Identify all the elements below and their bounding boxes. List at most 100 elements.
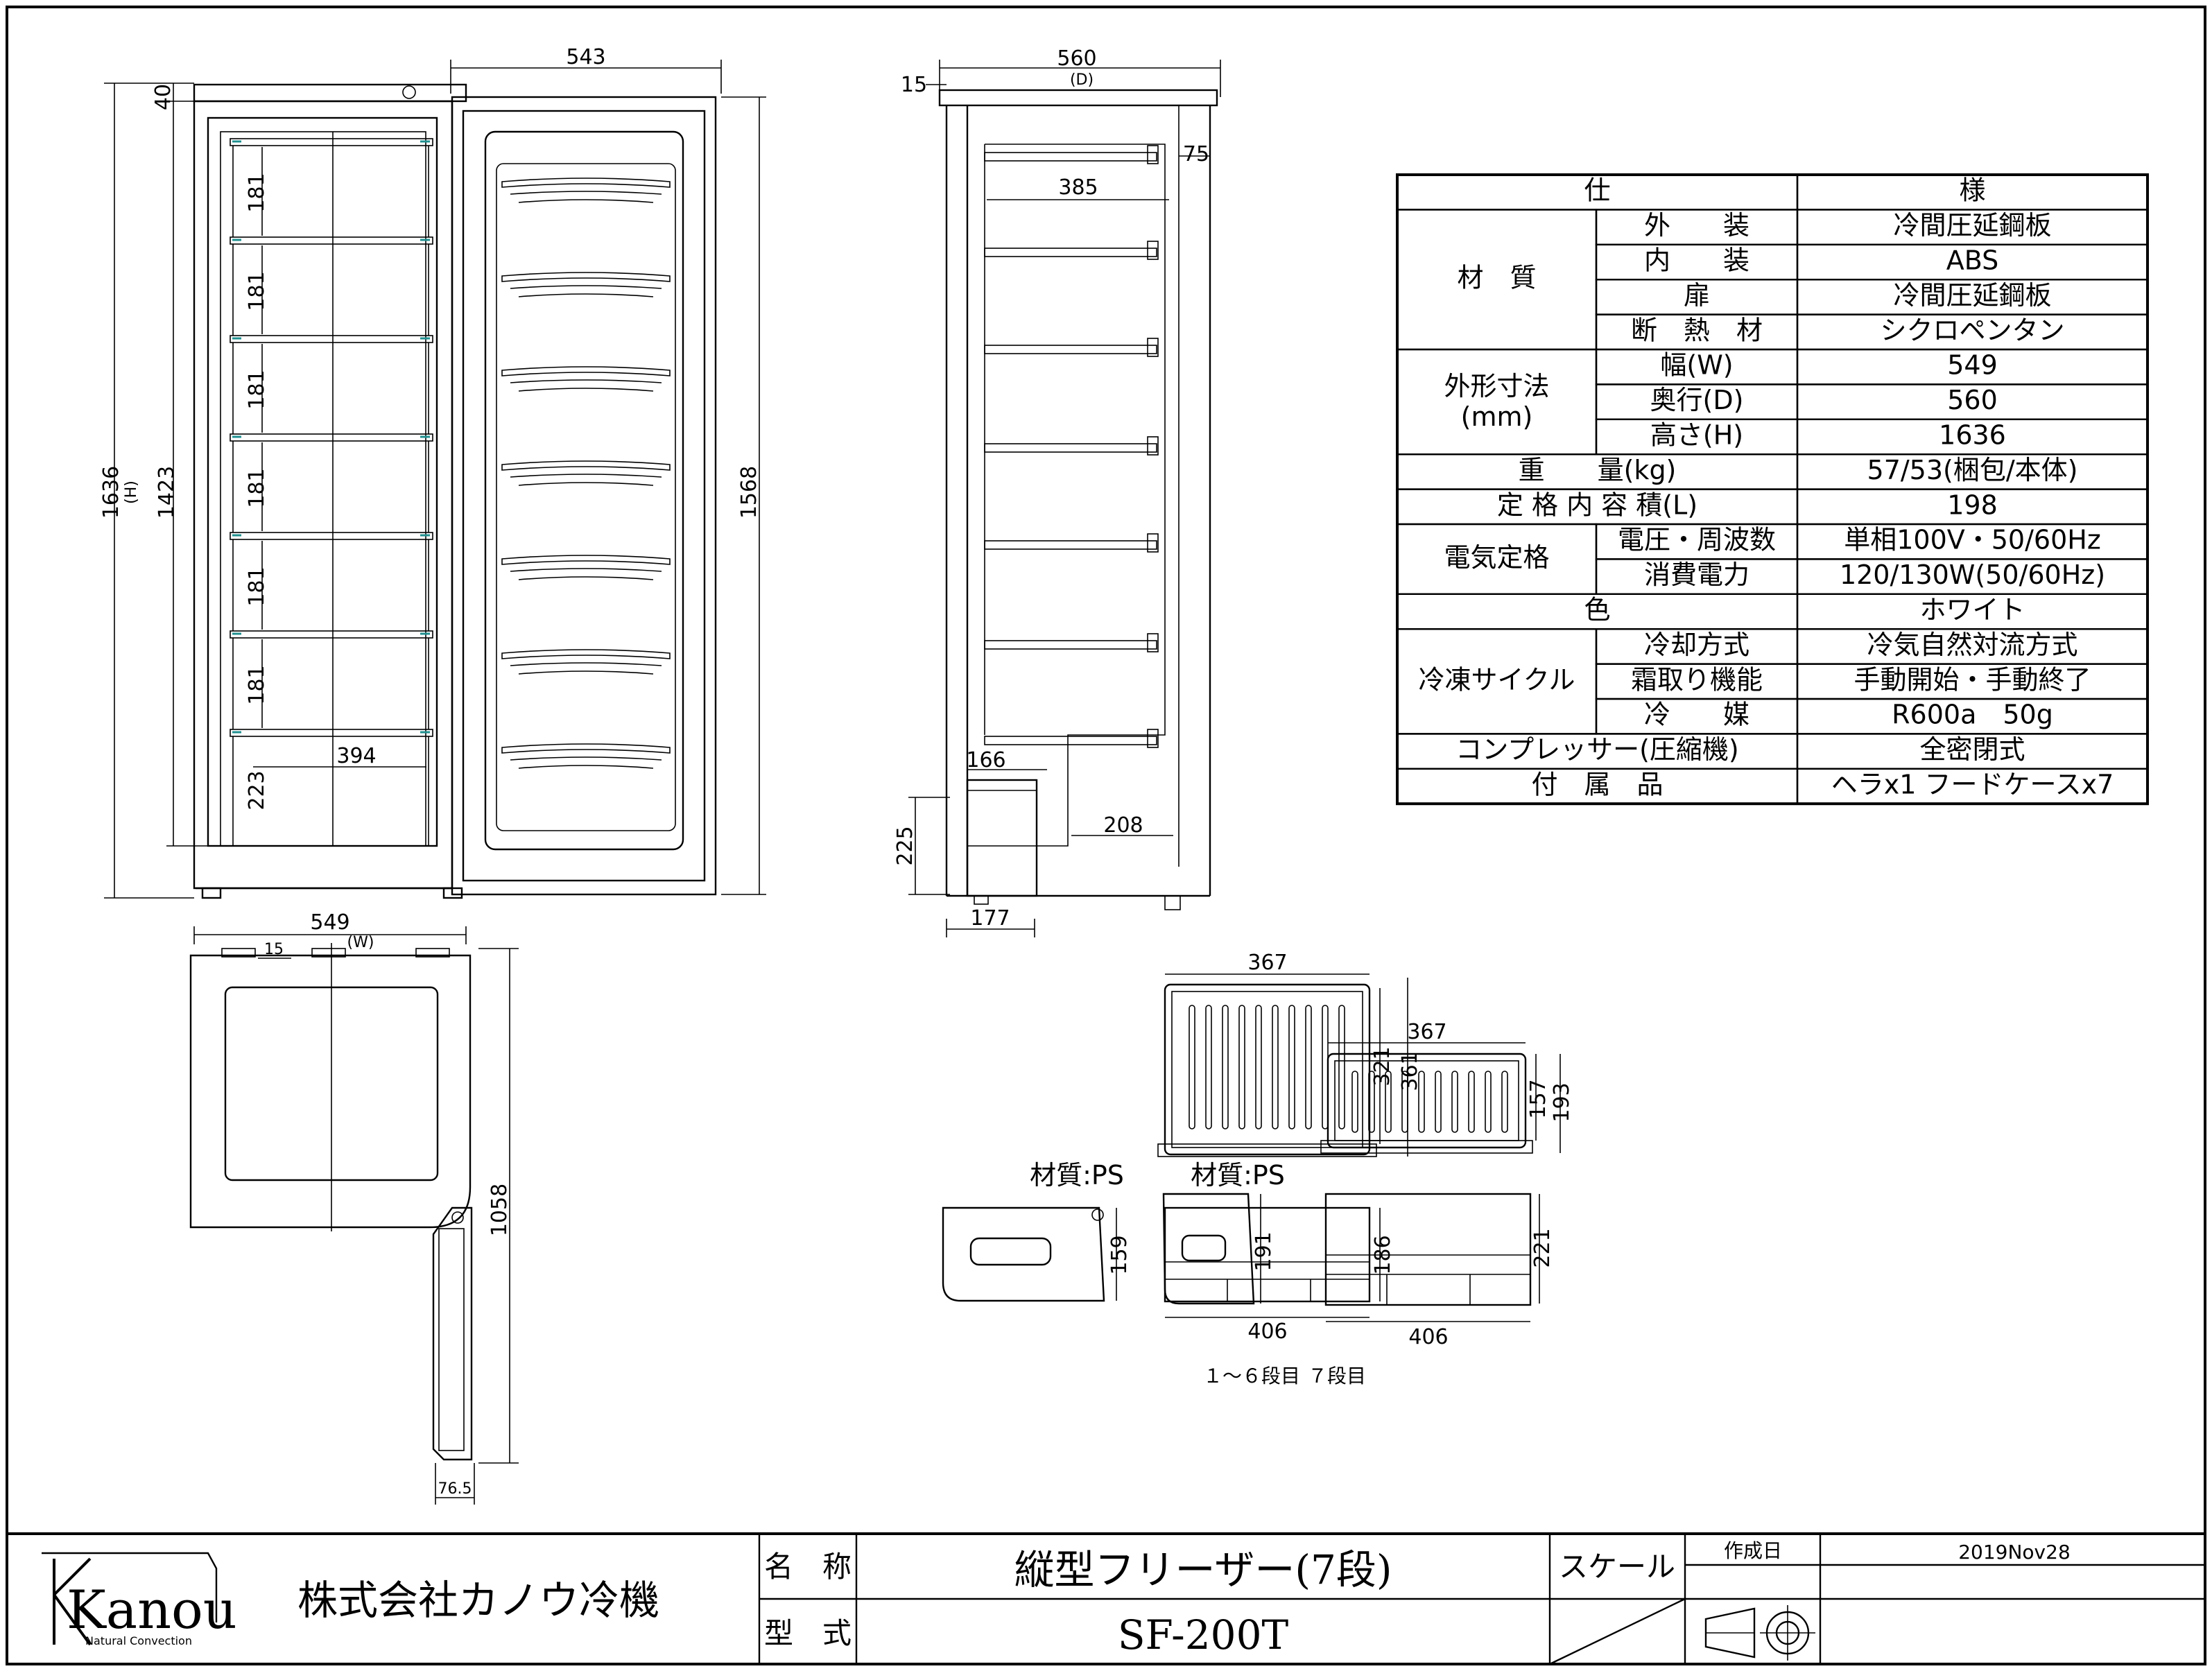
side-shelf (984, 248, 1157, 257)
door-vent-lower (518, 293, 654, 297)
dim-depth: 560 (1057, 46, 1096, 71)
spec-header-right: 様 (1959, 175, 1985, 206)
spec-item-value: 手動開始・手動終了 (1854, 664, 2091, 695)
spec-item-label: 幅(W) (1660, 350, 1733, 381)
door-vent-upper (501, 460, 671, 471)
spec-row-value: ホワイト (1919, 595, 2025, 625)
side-shelf-hook (1147, 338, 1159, 357)
spec-table-border (1396, 173, 2149, 806)
case7-rib (1385, 1071, 1392, 1133)
side-shelf (984, 736, 1157, 745)
spec-item-value: 560 (1947, 385, 1998, 415)
dim-door-height: 1568 (737, 466, 761, 519)
spec-item-label: 冷 媒 (1644, 700, 1749, 730)
dim-bottom-basket: 208 (1103, 813, 1143, 838)
case16-rib (1322, 1005, 1329, 1129)
case16-rib (1272, 1005, 1279, 1129)
door-vent-mid (510, 756, 662, 761)
spec-item-value: 冷気自然対流方式 (1867, 630, 2077, 660)
case7-ribs (1351, 1071, 1508, 1133)
front-view: 40 1636 (H) 1423 543 1568 18118118118118… (99, 45, 766, 951)
spec-item-label: 高さ(H) (1650, 420, 1743, 451)
spec-group-label-sub: (mm) (1461, 401, 1533, 432)
spec-row-label: 定 格 内 容 積(L) (1497, 490, 1697, 520)
shelf-dim-label: 181 (245, 468, 269, 508)
side-shelf (984, 152, 1157, 162)
shelf-rail (230, 138, 433, 146)
logo-text: Kanou (67, 1579, 237, 1640)
date-value: 2019Nov28 (1958, 1541, 2071, 1564)
title-block: Kanou Natural Convection 株式会社カノウ冷機 名 称 縦… (7, 1532, 2205, 1665)
case16-rib (1238, 1005, 1245, 1129)
shelf-rail (230, 729, 433, 737)
spec-item-label: 扉 (1684, 280, 1710, 311)
door-vent-lower (518, 482, 654, 486)
spec-item-label: 奥行(D) (1650, 385, 1744, 415)
shelf-rail (230, 335, 433, 343)
case7-rib (1418, 1071, 1425, 1133)
spec-group-label: 材 質 (1457, 263, 1536, 293)
logo-subtext: Natural Convection (85, 1634, 192, 1647)
dim-width-sub: (W) (347, 934, 374, 951)
case16-rib (1189, 1005, 1195, 1129)
case16-h-outer: 361 (1398, 1051, 1422, 1091)
dim-basket-depth: 385 (1058, 175, 1098, 200)
spec-item-value: シクロペンタン (1880, 315, 2064, 345)
name-label: 名 称 (764, 1550, 852, 1584)
door-vent-upper (501, 555, 671, 565)
case16-rib (1205, 1005, 1212, 1129)
sheet-border (6, 6, 2206, 1665)
dim-hinge: 15 (264, 941, 284, 958)
spec-item-value: R600a 50g (1892, 700, 2053, 730)
case7-width-bottom: 406 (1408, 1325, 1448, 1349)
case16-side-height: 159 (1107, 1235, 1132, 1274)
case7-rib (1451, 1071, 1458, 1133)
dim-width: 549 (310, 910, 349, 935)
case16-rib (1255, 1005, 1262, 1129)
dim-door-swing: 1058 (487, 1184, 512, 1236)
side-shelf (984, 640, 1157, 650)
door-vent-mid (510, 191, 662, 195)
spec-item-label: 消費電力 (1644, 560, 1749, 590)
dim-total-height: 1636 (99, 466, 123, 519)
projection-symbol-icon (1704, 1605, 1815, 1661)
spec-header-left: 仕 (1584, 175, 1610, 206)
shelf-dim-label: 181 (245, 566, 269, 606)
front-shelves (230, 138, 433, 846)
dim-top-offset: 15 (901, 73, 927, 97)
spec-group-label: 電気定格 (1444, 542, 1549, 573)
shelf-dim-label: 181 (245, 370, 269, 409)
spec-item-label: 内 装 (1644, 245, 1749, 276)
case-1-6-drawings: 材質:PS 367 321 361 159 186 406 １～６段目 (942, 951, 1422, 1387)
dim-inner-width: 394 (336, 744, 376, 768)
door-vent-upper (501, 178, 671, 188)
company-name: 株式会社カノウ冷機 (297, 1577, 659, 1624)
dim-total-height-sub: (H) (123, 480, 140, 504)
case-7-drawings: 材質:PS 367 157 193 191 221 406 ７段目 (1162, 1020, 1574, 1387)
side-view: 560 (D) 15 75 385 166 225 208 177 (893, 46, 1221, 937)
case16-rib (1222, 1005, 1229, 1129)
side-shelf (984, 443, 1157, 453)
shelf-rail (230, 236, 433, 245)
side-shelves (984, 145, 1159, 748)
door-vent-lower (518, 670, 654, 675)
case16-h-inner: 321 (1370, 1046, 1394, 1086)
dim-depth-sub: (D) (1070, 71, 1094, 89)
spec-item-value: 単相100V・50/60Hz (1844, 525, 2101, 555)
spec-row-value: ヘラx1 フードケースx7 (1831, 770, 2114, 800)
model-label: 型 式 (764, 1616, 852, 1650)
dim-bottom-shelf: 223 (245, 770, 269, 810)
spec-item-label: 断 熱 材 (1631, 315, 1763, 345)
spec-item-value: ABS (1946, 245, 1999, 276)
shelf-dim-label: 181 (245, 271, 269, 311)
case16-rib (1305, 1005, 1312, 1129)
door-vent-mid (510, 474, 662, 478)
side-shelf (984, 540, 1157, 550)
side-shelf-hook (1147, 145, 1159, 164)
side-shelf (984, 345, 1157, 354)
case7-front-height: 221 (1530, 1228, 1555, 1267)
case7-h-inner: 157 (1526, 1079, 1550, 1118)
shelf-rail (230, 433, 433, 442)
side-shelf-hook (1147, 436, 1159, 456)
